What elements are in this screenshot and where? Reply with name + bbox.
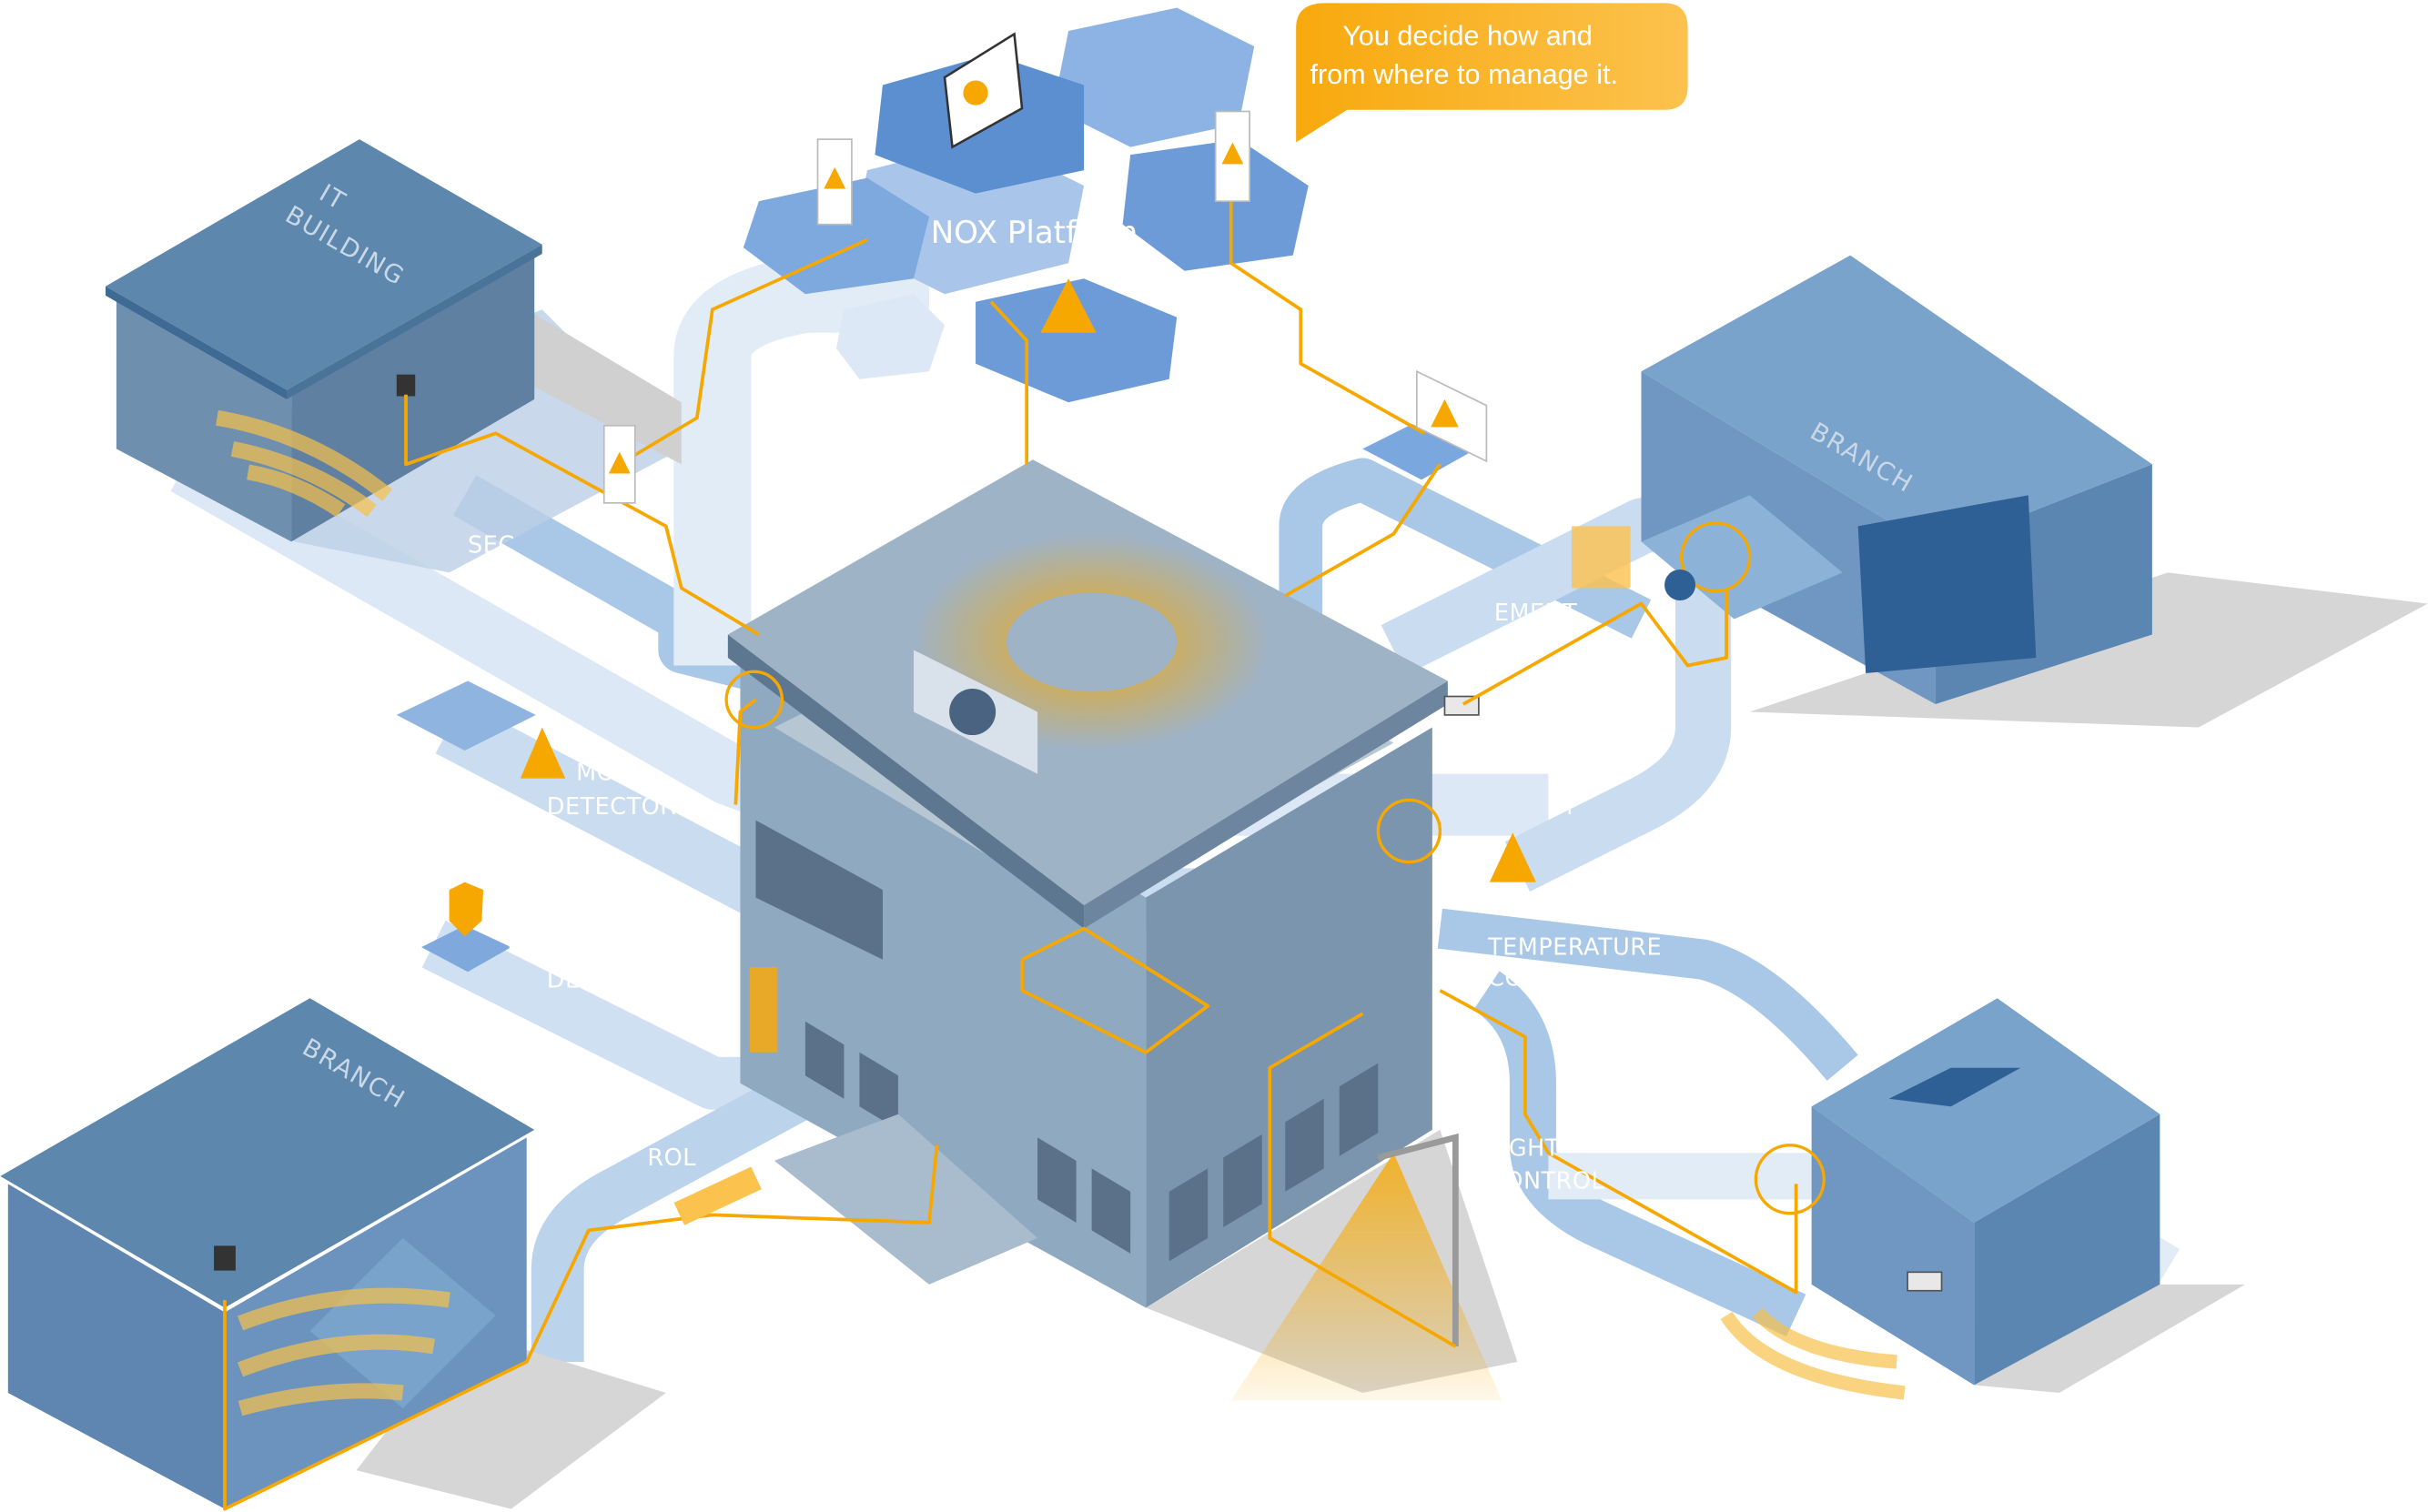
floor-tile-mgmt (1362, 424, 1472, 480)
antenna-waves (1376, 798, 1442, 864)
service-labels: SEC MO DETECTOR C DE ROL EMENT M TEMPERA… (468, 531, 1662, 1194)
platform-hex (1122, 139, 1309, 271)
wire-branch-right (1462, 588, 1728, 706)
camera-icon (396, 374, 416, 397)
roof-ring (1007, 592, 1178, 692)
label-alarm: M (1553, 793, 1574, 821)
antenna-waves (1680, 521, 1752, 593)
warning-icon (824, 166, 846, 189)
path-temperature (1437, 908, 1858, 1081)
roof-edge (1084, 680, 1448, 929)
platform-title: NOX Platform (931, 215, 1138, 251)
roof (0, 998, 535, 1308)
access-keypad-icon (673, 1166, 762, 1225)
callout-line-2: from where to manage it. (1310, 59, 1618, 90)
central-building (724, 459, 1518, 1394)
alerts (449, 110, 1536, 1225)
path-access (531, 1067, 818, 1362)
interior-wiring (1020, 926, 1210, 1054)
warning-icon (608, 451, 631, 474)
wall-right (1146, 727, 1432, 1308)
path-light (1472, 971, 1806, 1337)
branch-building-left: BRANCH (0, 998, 666, 1509)
light-cone (1230, 1153, 1502, 1401)
building-shadow (1974, 1284, 2245, 1394)
wifi-waves (237, 1287, 450, 1416)
euro-icon (949, 689, 996, 736)
label-light-2: CONTROL (1488, 1167, 1604, 1194)
nox-platform: NOX Platform (743, 7, 1309, 403)
wire-motion (733, 698, 757, 805)
label-management: EMENT (1494, 600, 1577, 627)
label-motion-2: DETECTOR (547, 793, 677, 821)
warning-icon (1221, 142, 1244, 165)
warning-icon (1489, 832, 1536, 882)
platform-hex (1053, 7, 1255, 147)
it-building: IT BUILDING (105, 139, 682, 573)
roof-edge (287, 244, 542, 399)
platform-hex-shadow (835, 294, 946, 379)
phone-alert-icon (602, 424, 636, 504)
shield-icon (449, 882, 484, 937)
warning-icon (1431, 398, 1459, 428)
label-light-1: LIGHT (1488, 1135, 1560, 1163)
building-shadow (526, 309, 682, 465)
wifi-waves (216, 409, 392, 518)
branch-building-right: BRANCH (1571, 255, 2428, 728)
label-motion-1: MO (576, 759, 615, 786)
camera-icon (1907, 1271, 1943, 1292)
antenna-waves (724, 670, 784, 730)
warning-icon (1040, 278, 1097, 333)
balcony (1641, 495, 1843, 620)
solar-panels (1888, 1067, 2021, 1107)
wire-platform-left (618, 237, 868, 466)
antenna-waves (1754, 1144, 1826, 1215)
wall-left (1811, 1106, 1975, 1386)
entrance-steps (774, 1114, 1038, 1285)
path-branch-right (1279, 458, 1652, 639)
euro-badge (1664, 570, 1696, 601)
glass-facade (1857, 495, 2037, 673)
platform-hex (743, 177, 929, 295)
floor-tile-motion (396, 680, 536, 751)
network-wiring (223, 201, 1798, 1511)
wire-street (1268, 1012, 1457, 1348)
wall-left (7, 1184, 225, 1509)
wire-platform-right (1229, 201, 1426, 435)
roof (1811, 998, 2160, 1223)
floor-tile-shield (421, 925, 511, 973)
lamp-post (1377, 1133, 1459, 1346)
label-shield-2: DE (547, 966, 581, 993)
portico (309, 1237, 496, 1409)
wire-platform-center (989, 300, 1029, 465)
platform-user-icon (963, 80, 988, 106)
label-security: SEC (468, 531, 515, 559)
wifi-waves (1720, 1307, 1906, 1400)
office-building-right (1720, 998, 2245, 1400)
path-platform (673, 255, 929, 666)
callout-bubble: You decide how and from where to manage … (1296, 3, 1688, 143)
warning-icon (520, 727, 566, 779)
boxes (1571, 526, 1631, 589)
door-orange (749, 967, 778, 1053)
street-light (1230, 1133, 1502, 1401)
label-access: ROL (647, 1144, 696, 1172)
callout-line-1: You decide how and (1342, 20, 1593, 51)
wire-it-building (404, 394, 760, 637)
roof (105, 139, 542, 390)
roof-edge (727, 634, 1085, 929)
roof (1641, 255, 2152, 549)
wall-right (1974, 1114, 2160, 1386)
windows (755, 820, 1379, 1262)
camera-icon (214, 1245, 236, 1271)
label-temperature-2: CONTROL (1488, 965, 1604, 993)
label-temperature-1: TEMPERATURE (1487, 934, 1662, 962)
wire-light (1439, 989, 1798, 1295)
label-shield-1: C (508, 934, 524, 962)
wire-branch-left (223, 1144, 939, 1511)
roof-edge (105, 286, 288, 399)
wire-mgmt (1284, 463, 1442, 598)
